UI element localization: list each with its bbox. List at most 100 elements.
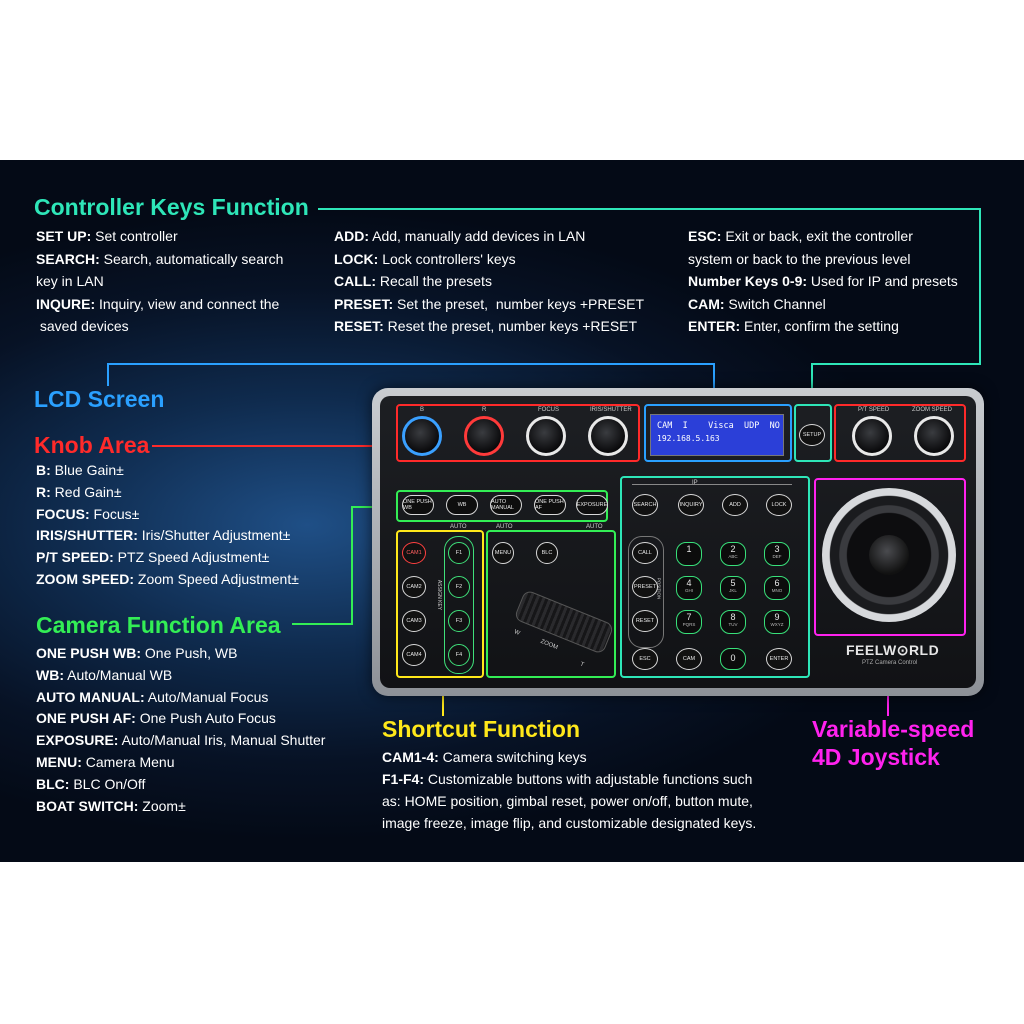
joystick-title-2: 4D Joystick xyxy=(812,744,940,770)
red-gain-knob[interactable] xyxy=(464,416,504,456)
num-letters: TUV xyxy=(728,622,738,627)
list-item: FOCUS: Focus± xyxy=(36,504,299,526)
reset-button[interactable]: RESET xyxy=(632,610,658,632)
list-item: BOAT SWITCH: Zoom± xyxy=(36,796,325,818)
list-item: ENTER: Enter, confirm the setting xyxy=(688,315,958,338)
list-item: ONE PUSH AF: One Push Auto Focus xyxy=(36,708,325,730)
ip-bracket xyxy=(632,484,792,487)
item-key: CALL: xyxy=(334,273,376,289)
num-letters: ABC xyxy=(728,554,738,559)
item-key: AUTO MANUAL: xyxy=(36,688,145,705)
exposure-button[interactable]: EXPOSURE xyxy=(576,495,608,515)
one-push-wb-button[interactable]: ONE PUSH WB xyxy=(402,495,434,515)
blue-gain-knob[interactable] xyxy=(402,416,442,456)
line-controller xyxy=(318,208,981,406)
item-desc: Camera Menu xyxy=(81,753,175,770)
ptz-controller-device: B R FOCUS IRIS/SHUTTER CAM I Visca UDP N… xyxy=(372,388,984,696)
lcd-display: CAM I Visca UDP NO 192.168.5.163 xyxy=(650,414,784,456)
list-item: R: Red Gain± xyxy=(36,482,299,504)
item-key: P/T SPEED: xyxy=(36,549,114,566)
ip-label: IP xyxy=(692,480,698,486)
list-item: INQURE: Inquiry, view and connect the xyxy=(36,293,283,316)
item-key: ENTER: xyxy=(688,318,741,334)
pt-speed-knob[interactable] xyxy=(852,416,892,456)
cam4-button[interactable]: CAM4 xyxy=(402,644,426,666)
knob-label-b: B xyxy=(420,407,425,413)
position-label: POSITION xyxy=(656,577,662,600)
cam2-button[interactable]: CAM2 xyxy=(402,576,426,598)
call-button[interactable]: CALL xyxy=(632,542,658,564)
list-item: system or back to the previous level xyxy=(688,248,958,271)
item-desc: One Push, WB xyxy=(141,645,238,661)
esc-button[interactable]: ESC xyxy=(632,648,658,670)
brand-subtitle: PTZ Camera Control xyxy=(862,660,918,666)
shortcut-zone xyxy=(396,530,484,678)
knob-list: B: Blue Gain±R: Red Gain±FOCUS: Focus±IR… xyxy=(36,460,299,591)
list-item: PRESET: Set the preset, number keys +PRE… xyxy=(334,293,644,316)
inquiry-button[interactable]: INQUIRY xyxy=(678,494,704,516)
item-key: Number Keys 0-9: xyxy=(688,273,808,289)
list-item: key in LAN xyxy=(36,270,283,293)
cam3-button[interactable]: CAM3 xyxy=(402,610,426,632)
zoom-speed-knob[interactable] xyxy=(914,416,954,456)
enter-button[interactable]: ENTER xyxy=(766,648,792,670)
item-key: B: xyxy=(36,462,51,478)
item-desc: Reset the preset, number keys +RESET xyxy=(383,318,638,334)
item-desc: image freeze, image flip, and customizab… xyxy=(382,815,757,831)
wb-button[interactable]: WB xyxy=(446,495,478,515)
one-push-af-button[interactable]: ONE PUSH AF xyxy=(534,495,566,515)
focus-knob[interactable] xyxy=(526,416,566,456)
iris-shutter-knob[interactable] xyxy=(588,416,628,456)
num-digit: 1 xyxy=(686,544,692,554)
camera-title: Camera Function Area xyxy=(36,612,281,638)
item-key: BLC: xyxy=(36,775,70,792)
cam1-button[interactable]: CAM1 xyxy=(402,542,426,564)
f3-button[interactable]: F3 xyxy=(448,610,470,632)
preset-button[interactable]: PRESET xyxy=(632,576,658,598)
controller-title: Controller Keys Function xyxy=(34,194,309,220)
list-item: P/T SPEED: PTZ Speed Adjustment± xyxy=(36,547,299,569)
menu-button[interactable]: MENU xyxy=(492,542,514,564)
item-desc: Focus± xyxy=(89,505,140,522)
f4-button[interactable]: F4 xyxy=(448,644,470,666)
item-key: CAM: xyxy=(688,295,725,312)
item-key: CAM1-4: xyxy=(382,749,439,765)
joystick-cap[interactable] xyxy=(869,535,909,575)
joystick[interactable] xyxy=(822,488,956,622)
auto-manual-button[interactable]: AUTO MANUAL xyxy=(490,495,522,515)
f1-button[interactable]: F1 xyxy=(448,542,470,564)
item-desc: Camera switching keys xyxy=(438,749,587,765)
list-item: LOCK: Lock controllers' keys xyxy=(334,248,644,271)
auto-label-3: AUTO xyxy=(586,524,603,530)
position-group xyxy=(628,536,664,648)
item-key: SET UP: xyxy=(36,228,92,244)
num-1-button[interactable]: 1 xyxy=(676,542,702,566)
lock-button[interactable]: LOCK xyxy=(766,494,792,516)
lcd-zone xyxy=(644,404,792,462)
knob-label-zoom-speed: ZOOM SPEED xyxy=(912,407,953,413)
setup-button[interactable]: SETUP xyxy=(799,424,825,446)
num-0-button[interactable]: 0 xyxy=(720,648,746,670)
search-button[interactable]: SEARCH xyxy=(632,494,658,516)
cam-button[interactable]: CAM xyxy=(676,648,702,670)
num-digit: 3 xyxy=(774,544,780,554)
f2-button[interactable]: F2 xyxy=(448,576,470,598)
blc-button[interactable]: BLC xyxy=(536,542,558,564)
item-key: ADD: xyxy=(334,228,369,244)
f-key-column xyxy=(444,536,474,674)
shortcut-title: Shortcut Function xyxy=(382,716,581,742)
num-letters: JKL xyxy=(729,588,737,593)
item-key: FOCUS: xyxy=(36,505,90,522)
item-desc: Exit or back, exit the controller xyxy=(721,228,913,244)
add-button[interactable]: ADD xyxy=(722,494,748,516)
